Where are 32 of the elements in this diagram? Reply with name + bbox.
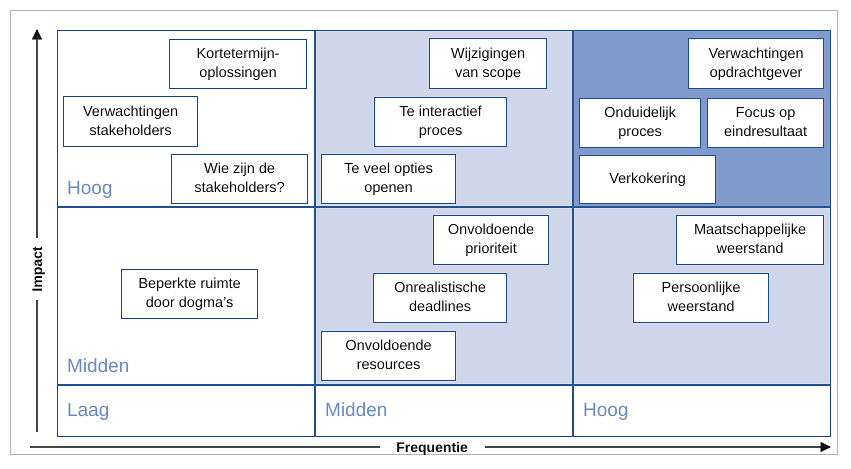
- matrix-cell: [573, 207, 831, 385]
- text-box: Verkokering: [579, 155, 716, 204]
- matrix-cell: [573, 385, 831, 437]
- text-box: Focus op eindresultaat: [707, 98, 824, 148]
- text-box: Wijzigingen van scope: [429, 38, 547, 89]
- axis-title: Impact: [29, 246, 45, 292]
- matrix-cell: [57, 385, 315, 437]
- matrix-cell: [57, 30, 315, 207]
- text-box: Persoonlijke weerstand: [633, 273, 769, 323]
- axis-level-label: Midden: [325, 400, 388, 422]
- text-box: Onvoldoende prioriteit: [433, 215, 549, 265]
- matrix-cell: [573, 30, 831, 207]
- text-box: Te interactief proces: [374, 97, 507, 147]
- level-label: Midden: [67, 356, 130, 378]
- text-box: Te veel opties openen: [321, 154, 456, 204]
- matrix-cell: [315, 207, 573, 385]
- axis-level-label: Laag: [67, 400, 110, 422]
- axis-level-label: Hoog: [583, 400, 628, 422]
- text-box: Onduidelijk proces: [579, 98, 701, 148]
- matrix-cell: [315, 30, 573, 207]
- text-box: Maatschappelijke weerstand: [676, 215, 824, 265]
- level-label: Hoog: [67, 178, 112, 200]
- text-box: Onrealistische deadlines: [373, 273, 507, 323]
- matrix-cell: [57, 207, 315, 385]
- matrix-cell: [315, 385, 573, 437]
- text-box: Kortetermijn- oplossingen: [169, 39, 307, 89]
- text-box: Beperkte ruimte door dogma’s: [121, 269, 258, 319]
- text-box: Onvoldoende resources: [321, 331, 456, 381]
- text-box: Wie zijn de stakeholders?: [171, 154, 308, 204]
- text-box: Verwachtingen opdrachtgever: [688, 38, 824, 89]
- axis-title: Frequentie: [396, 439, 468, 455]
- text-box: Verwachtingen stakeholders: [63, 96, 198, 147]
